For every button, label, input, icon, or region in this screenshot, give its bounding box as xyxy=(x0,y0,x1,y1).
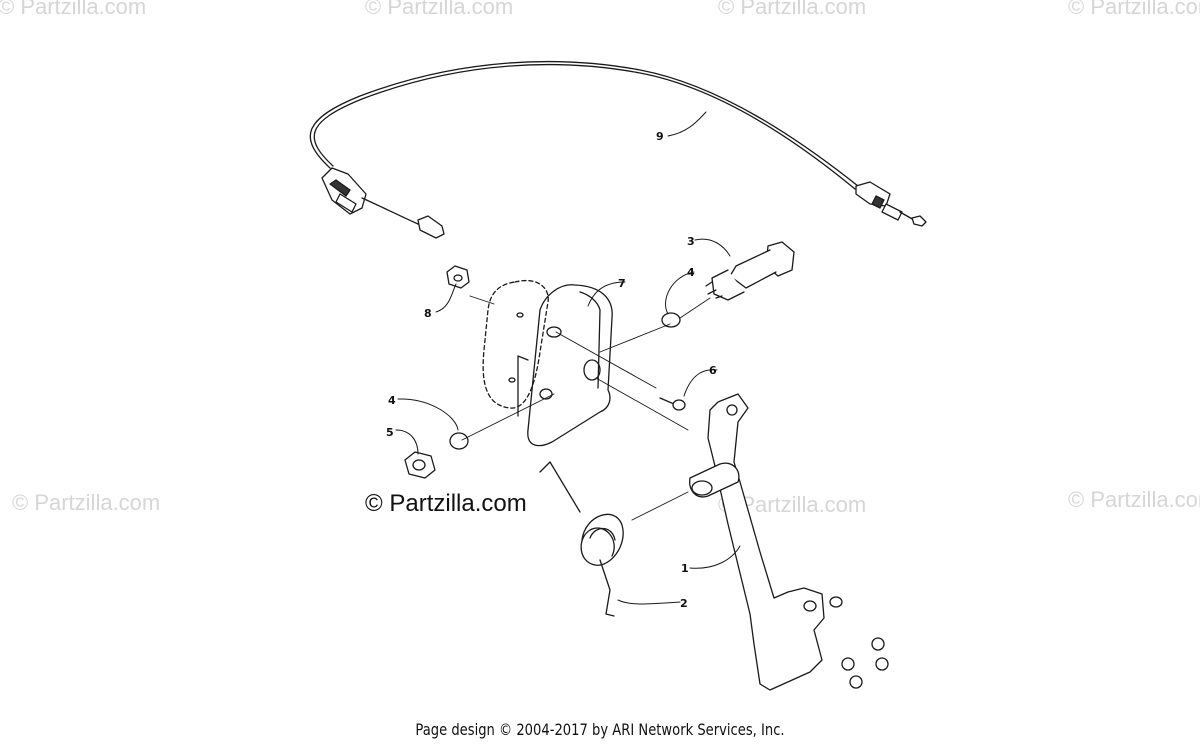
callout-4-upper: 4 xyxy=(687,266,695,279)
watermark-main: © Partzilla.com xyxy=(365,490,527,517)
callout-5: 5 xyxy=(386,426,394,439)
washer-upper xyxy=(661,312,681,328)
brake-pedal xyxy=(689,393,889,691)
bracket xyxy=(517,284,613,447)
callout-8: 8 xyxy=(424,307,432,320)
pivot-bolt xyxy=(705,241,795,301)
callout-1: 1 xyxy=(681,562,689,575)
callout-3: 3 xyxy=(687,235,695,248)
gasket-outline xyxy=(482,279,549,409)
watermark-far-right: © Partzilla.com xyxy=(1068,487,1200,512)
watermark-top-right: © Partzilla.com xyxy=(718,0,867,19)
nut-upper xyxy=(446,265,470,289)
watermark-top-far-right: © Partzilla.com xyxy=(1068,0,1200,19)
callout-4-lower: 4 xyxy=(388,394,396,407)
callout-9: 9 xyxy=(656,130,664,143)
page-footer: Page design © 2004-2017 by ARI Network S… xyxy=(415,720,785,739)
hole-a xyxy=(516,312,524,318)
watermark-top-left: © Partzilla.com xyxy=(0,0,147,19)
callout-6: 6 xyxy=(709,364,717,377)
watermark-top-center: © Partzilla.com xyxy=(365,0,514,19)
washer-lower xyxy=(449,432,469,450)
callout-2: 2 xyxy=(680,597,688,610)
return-spring xyxy=(539,461,624,617)
screw xyxy=(659,397,686,411)
throttle-cable xyxy=(309,60,927,239)
leader-lines xyxy=(395,111,741,605)
assembly-lines xyxy=(461,295,711,521)
watermark-mid-left: © Partzilla.com xyxy=(12,490,161,515)
lock-nut xyxy=(404,451,436,479)
callout-7: 7 xyxy=(618,277,626,290)
hole-b xyxy=(508,377,516,383)
